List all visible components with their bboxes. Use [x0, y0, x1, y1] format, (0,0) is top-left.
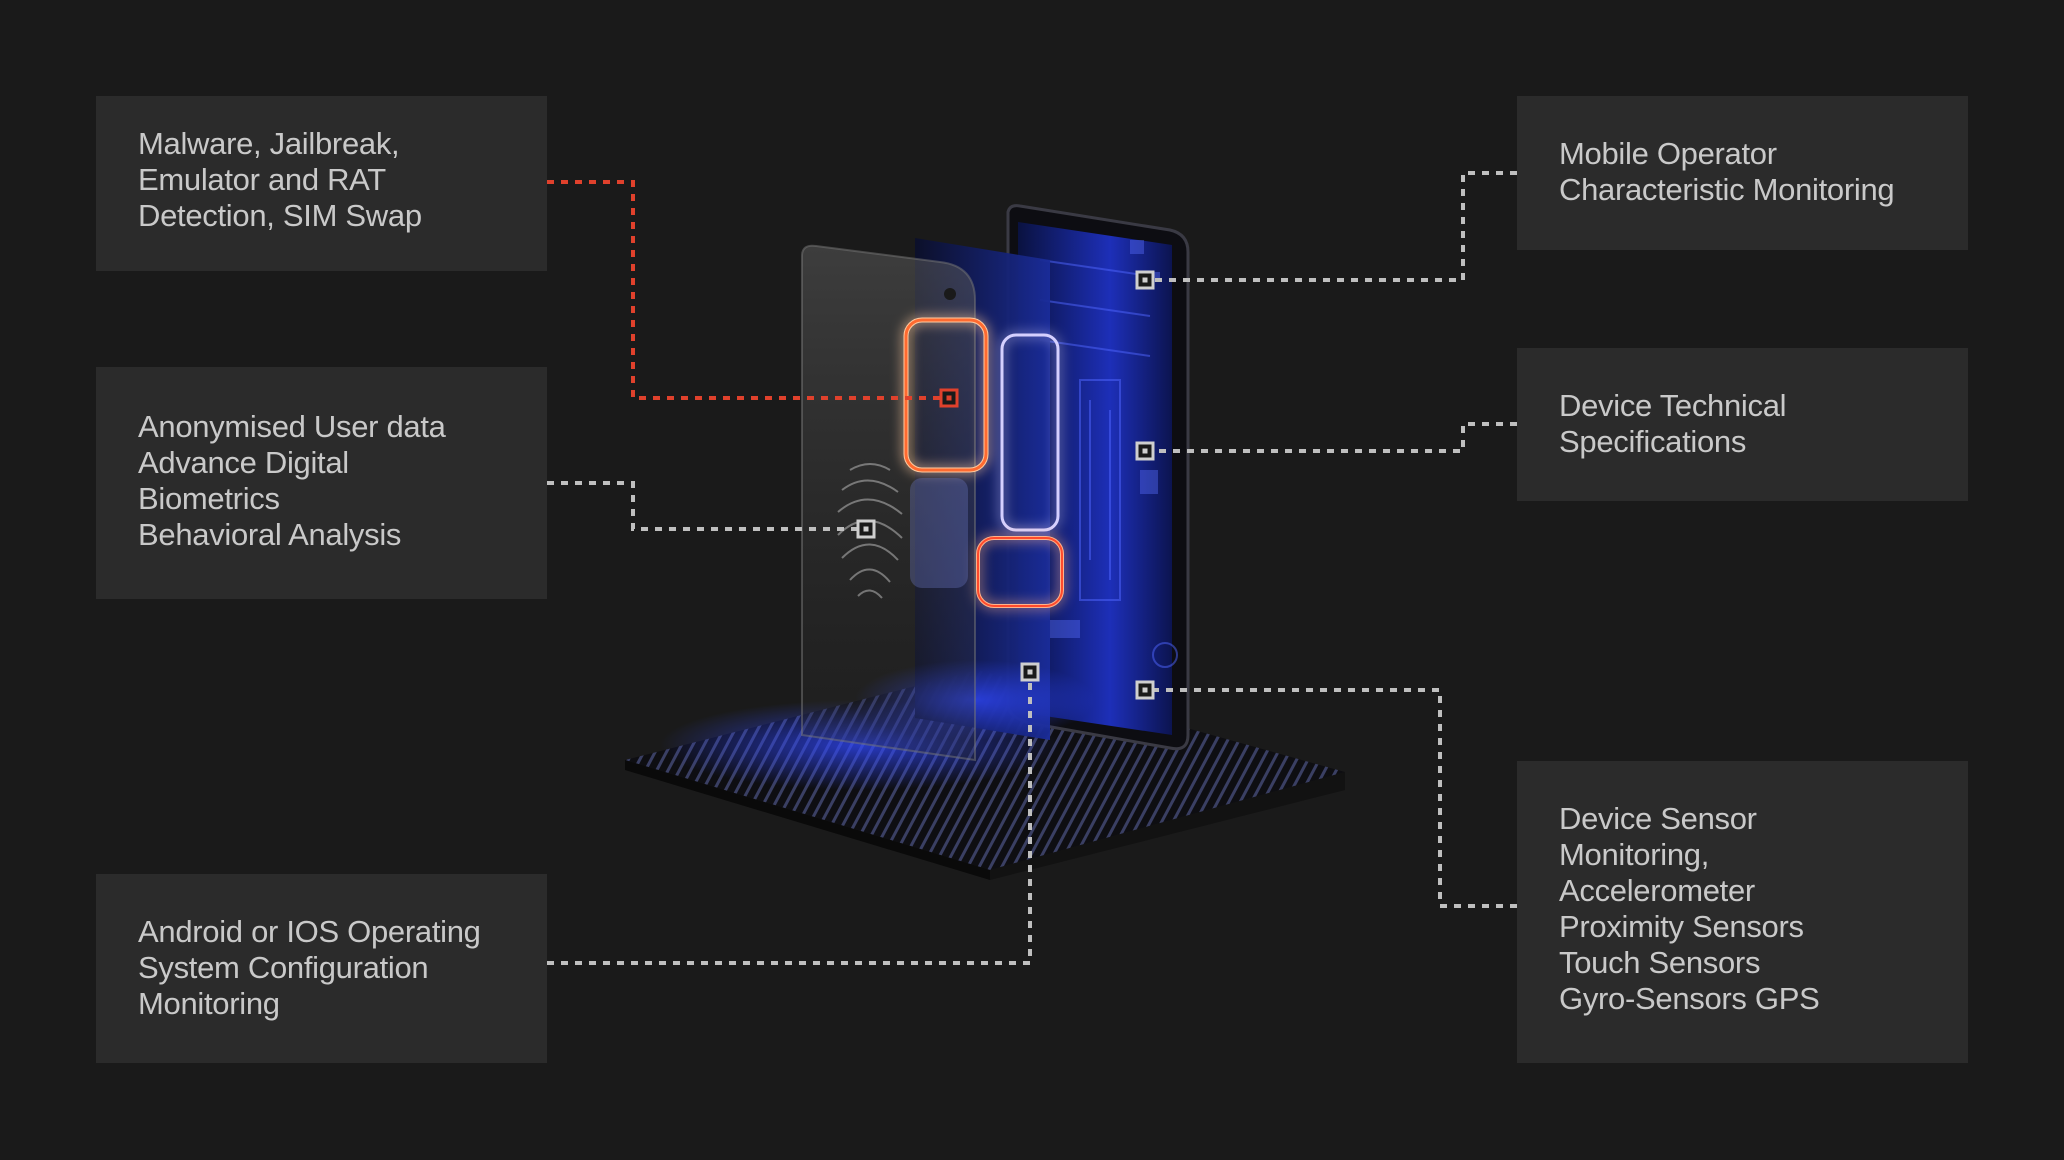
card-line: Touch Sensors: [1559, 945, 1761, 980]
card-line: Device Technical: [1559, 388, 1787, 423]
card-line: Proximity Sensors: [1559, 909, 1804, 944]
card-mobile-operator: Mobile Operator Characteristic Monitorin…: [1517, 96, 1968, 250]
card-device-specs: Device Technical Specifications: [1517, 348, 1968, 501]
connector-lines: [547, 171, 1517, 965]
node-marker-icon: [1135, 680, 1155, 700]
connector-os: [547, 672, 1032, 965]
connector-malware: [547, 180, 948, 400]
node-marker-icon: [1020, 662, 1040, 682]
card-line: Monitoring,: [1559, 837, 1710, 872]
card-line: Specifications: [1559, 424, 1747, 459]
fingerprint-icon: [837, 463, 903, 599]
card-line: Android or IOS Operating: [138, 914, 481, 949]
card-line: Mobile Operator: [1559, 136, 1777, 171]
connector-sensors: [1145, 688, 1517, 908]
card-line: Biometrics: [138, 481, 280, 516]
node-marker-icon: [939, 388, 959, 408]
card-line: Gyro-Sensors GPS: [1559, 981, 1820, 1016]
node-marker-icon: [1135, 441, 1155, 461]
card-line: Device Sensor: [1559, 801, 1757, 836]
node-marker-icon: [1135, 270, 1155, 290]
phone-glass-layer: [801, 244, 989, 762]
card-malware-detection: Malware, Jailbreak, Emulator and RAT Det…: [96, 96, 547, 271]
card-line: Advance Digital: [138, 445, 349, 480]
card-line: Monitoring: [138, 986, 280, 1021]
card-device-sensors: Device Sensor Monitoring, Accelerometer …: [1517, 761, 1968, 1063]
card-line: Emulator and RAT: [138, 162, 386, 197]
card-line: Malware, Jailbreak,: [138, 126, 400, 161]
card-line: Anonymised User data: [138, 409, 446, 444]
card-line: Characteristic Monitoring: [1559, 172, 1895, 207]
card-line: Detection, SIM Swap: [138, 198, 422, 233]
connector-biometrics: [547, 481, 865, 531]
connector-specs: [1145, 422, 1517, 453]
card-line: System Configuration: [138, 950, 429, 985]
card-os-configuration: Android or IOS Operating System Configur…: [96, 874, 547, 1063]
card-user-biometrics: Anonymised User data Advance Digital Bio…: [96, 367, 547, 599]
card-line: Accelerometer: [1559, 873, 1755, 908]
node-marker-icon: [856, 519, 876, 539]
connector-operator: [1145, 171, 1517, 282]
card-line: Behavioral Analysis: [138, 517, 402, 552]
